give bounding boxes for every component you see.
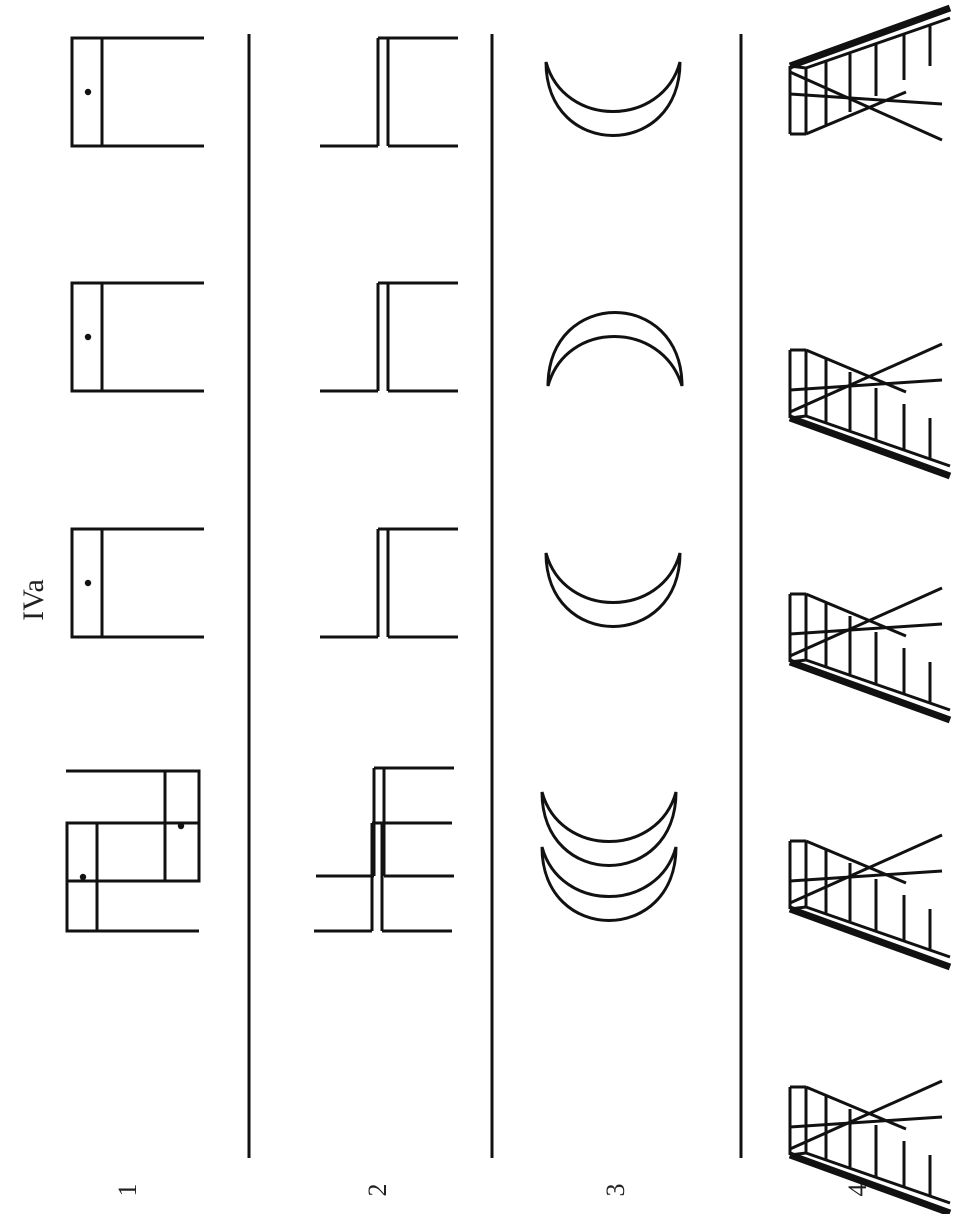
- row-3-figure-4: [542, 792, 676, 866]
- row-3-figure-2: [548, 313, 682, 387]
- row-3-figure-3: [546, 553, 680, 627]
- row-1-figure-2: [72, 283, 204, 391]
- row-4-figure-2: [790, 344, 950, 476]
- row-1-figure-1: [72, 38, 204, 146]
- row-label-3: 3: [601, 1184, 631, 1197]
- row-3-figure-1: [546, 62, 680, 136]
- row-2-figure-3: [320, 529, 458, 637]
- row-4-figure-1: [790, 8, 950, 140]
- row-1-figure-3: [72, 529, 204, 637]
- row-1-figure-5: [67, 823, 199, 931]
- row-2-figure-2: [320, 283, 458, 391]
- row-label-1: 1: [113, 1184, 143, 1197]
- row-1-figure-4: [66, 771, 199, 881]
- row-4-figure-3: [790, 588, 950, 720]
- row-label-4: 4: [843, 1184, 873, 1197]
- row-3-figure-5: [542, 847, 676, 921]
- row-4-figure-4: [790, 835, 950, 967]
- row-label-2: 2: [363, 1184, 393, 1197]
- row-2-figure-1: [320, 38, 458, 146]
